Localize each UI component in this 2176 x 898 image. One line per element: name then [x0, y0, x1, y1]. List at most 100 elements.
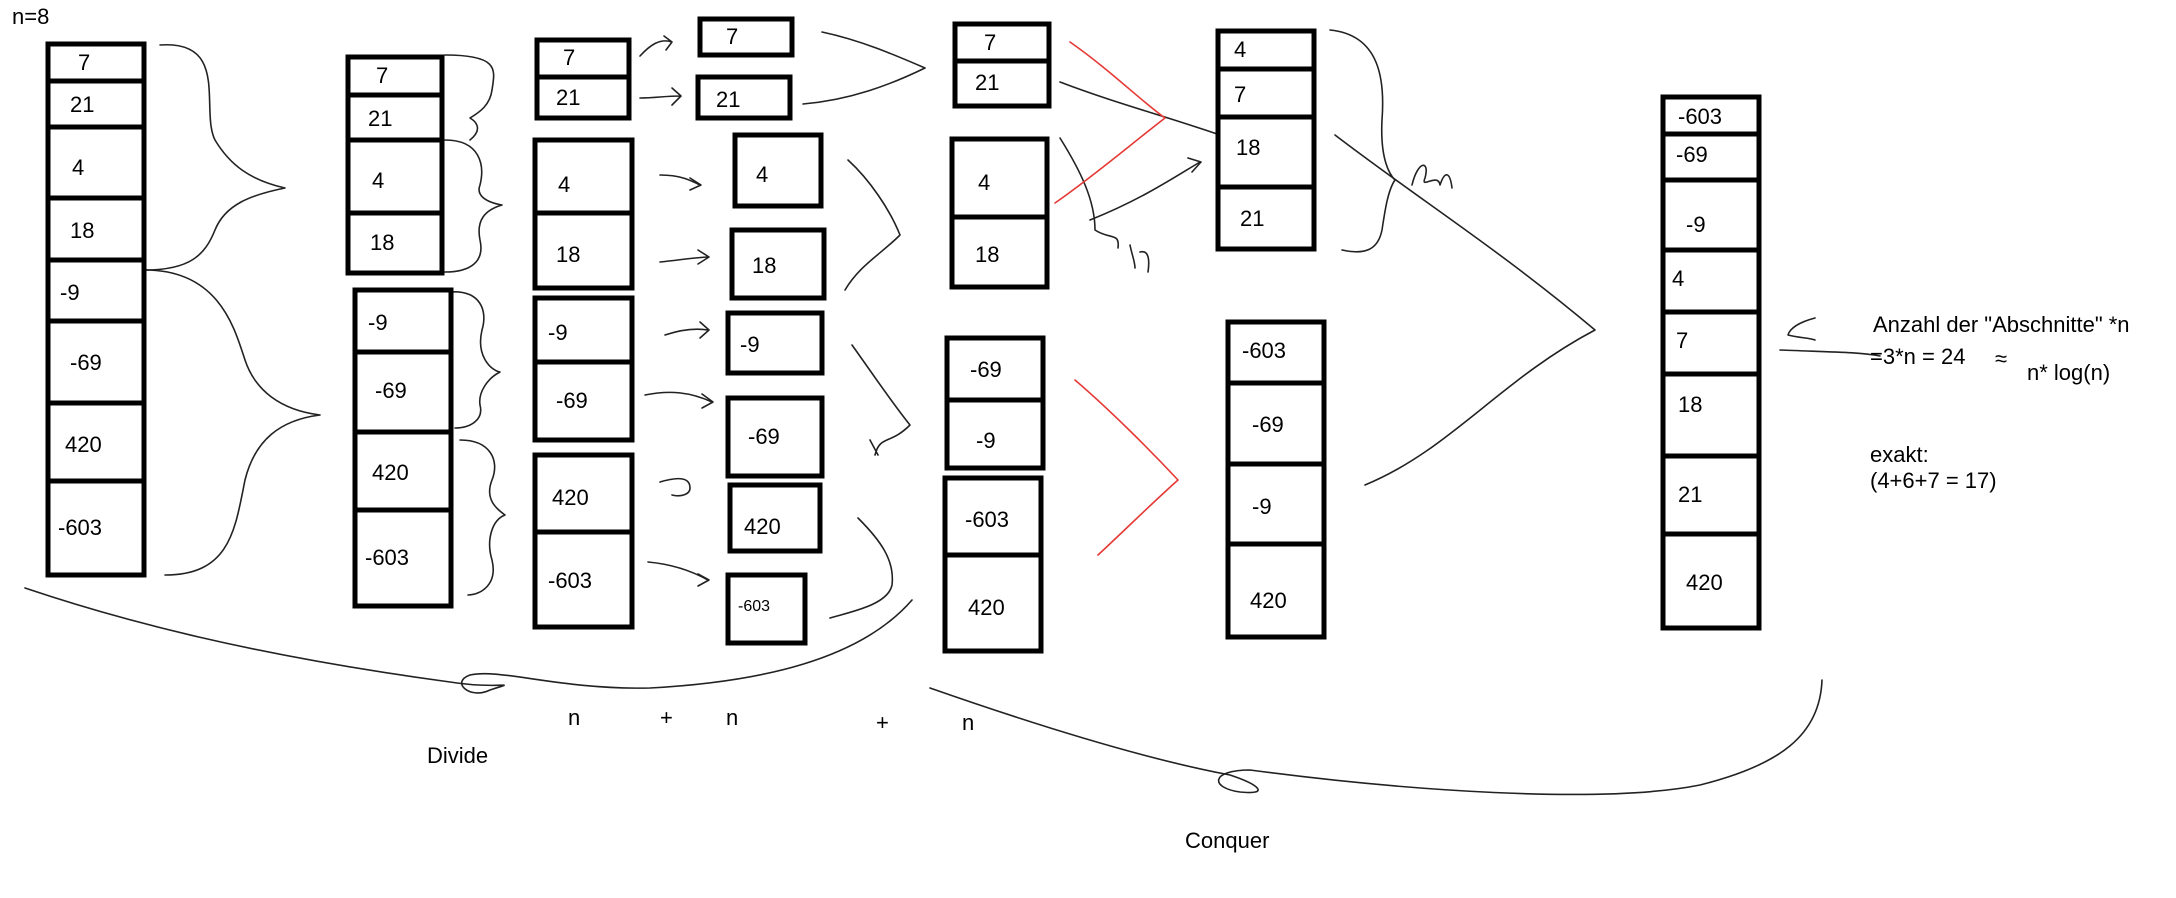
cell-value: 21: [1678, 482, 1702, 507]
merge-4-18: [844, 159, 901, 291]
cell-value: -9: [548, 320, 568, 345]
cell-value: -69: [970, 357, 1002, 382]
merge-420-m603: [829, 517, 894, 619]
brace-c1-top: [144, 44, 286, 271]
note-3n: =3*n = 24: [1870, 344, 1965, 369]
column-4: 7 21 4 18 -9 -69 420 -603: [695, 16, 827, 646]
cell-value: -9: [1686, 212, 1706, 237]
cell-value: -69: [1252, 412, 1284, 437]
red-merge-top: [1054, 41, 1166, 204]
cell-value: -9: [740, 332, 760, 357]
cost-plus-2: +: [876, 710, 889, 735]
column-6: 4 7 18 21 -603 -69 -9 420: [1215, 28, 1327, 640]
cell-value: -603: [738, 598, 770, 615]
n-label: n=8: [12, 4, 49, 29]
cell-value: 420: [1250, 588, 1287, 613]
cell-value: 21: [556, 85, 580, 110]
cell-value: 420: [744, 514, 781, 539]
cell-value: 18: [556, 242, 580, 267]
arrow-to-col6-a: [1059, 81, 1242, 151]
arrow-21: [639, 87, 682, 106]
divide-underline: [24, 587, 913, 694]
cost-n-2: n: [726, 705, 738, 730]
squiggle-c6: [1411, 164, 1453, 189]
cell-value: 18: [70, 218, 94, 243]
cell-value: 4: [1234, 37, 1246, 62]
column-3: 7 21 4 18 -9 -69 420 -603: [532, 37, 635, 630]
cell-value: 4: [756, 162, 768, 187]
arrow-4: [659, 174, 702, 191]
cell-value: -69: [375, 378, 407, 403]
brace-c2-a: [444, 54, 495, 141]
cell-value: 7: [563, 45, 575, 70]
cell-value: 18: [975, 242, 999, 267]
cell-value: 7: [78, 50, 90, 75]
merge-7-21: [802, 31, 926, 105]
arrow-m9: [664, 321, 710, 339]
cell-value: -9: [60, 280, 80, 305]
brace-c1-bottom: [144, 269, 321, 576]
cell-value: -603: [965, 507, 1009, 532]
cell-value: 4: [372, 168, 384, 193]
cell-value: 7: [984, 30, 996, 55]
cell-value: 21: [368, 106, 392, 131]
cell-value: 420: [1686, 570, 1723, 595]
cell-value: 18: [370, 230, 394, 255]
arrow-18: [659, 249, 710, 265]
cell-value: 420: [968, 595, 1005, 620]
arrow-m603: [647, 561, 710, 587]
cell-value: -603: [58, 515, 102, 540]
braces-and-arrows: [24, 29, 1881, 796]
conquer-label: Conquer: [1185, 828, 1269, 853]
brace-c2-d: [459, 439, 506, 596]
cell-value: -603: [365, 545, 409, 570]
note-exakt-title: exakt:: [1870, 442, 1929, 467]
cell-value: -9: [976, 428, 996, 453]
arrow-result: [1779, 317, 1881, 357]
column-2: 7 21 4 18 -9 -69 420 -603: [345, 54, 454, 609]
column-7: -603 -69 -9 4 7 18 21 420: [1660, 94, 1762, 631]
cell-value: 420: [372, 460, 409, 485]
cell-value: -69: [70, 350, 102, 375]
cost-n-3: n: [962, 710, 974, 735]
squiggle-col5: [1129, 244, 1150, 273]
note-nlogn: n* log(n): [2027, 360, 2110, 385]
note-abschnitte: Anzahl der "Abschnitte" *n: [1873, 312, 2130, 337]
cell-value: -69: [556, 388, 588, 413]
arrow-7: [639, 35, 673, 57]
merge-m9-m69: [851, 344, 911, 456]
cell-value: 21: [1240, 206, 1264, 231]
cell-value: -603: [1678, 104, 1722, 129]
brace-c2-c: [449, 291, 501, 429]
cell-value: -9: [368, 310, 388, 335]
brace-c2-b: [444, 139, 503, 273]
cell-value: 4: [978, 170, 990, 195]
divide-label: Divide: [427, 743, 488, 768]
arrow-m69: [644, 391, 714, 409]
cell-value: -603: [1242, 338, 1286, 363]
note-exakt-value: (4+6+7 = 17): [1870, 468, 1997, 493]
cell-value: -9: [1252, 494, 1272, 519]
column-1: 7 21 4 18 -9 -69 420 -603: [45, 41, 147, 578]
cell-value: -603: [548, 568, 592, 593]
cell-value: 4: [558, 172, 570, 197]
cell-value: 7: [726, 24, 738, 49]
cell-value: 21: [70, 92, 94, 117]
merge-into-final: [1334, 134, 1596, 486]
column-5: 7 21 4 18 -69 -9 -603 420: [942, 21, 1052, 654]
red-merge-bottom: [1074, 379, 1179, 556]
cell-value: 18: [1678, 392, 1702, 417]
cell-value: 420: [65, 432, 102, 457]
cost-plus-1: +: [660, 705, 673, 730]
cell-value: -69: [1676, 142, 1708, 167]
cell-value: 7: [1676, 328, 1688, 353]
cell-value: 7: [376, 63, 388, 88]
brace-c6-top: [1329, 29, 1396, 253]
cell-value: 18: [752, 253, 776, 278]
cost-n-1: n: [568, 705, 580, 730]
cell-value: 21: [716, 87, 740, 112]
approx-sign: ≈: [1995, 346, 2007, 371]
cell-value: 7: [1234, 82, 1246, 107]
cell-value: 420: [552, 485, 589, 510]
arrow-to-col6-b: [1059, 137, 1120, 249]
